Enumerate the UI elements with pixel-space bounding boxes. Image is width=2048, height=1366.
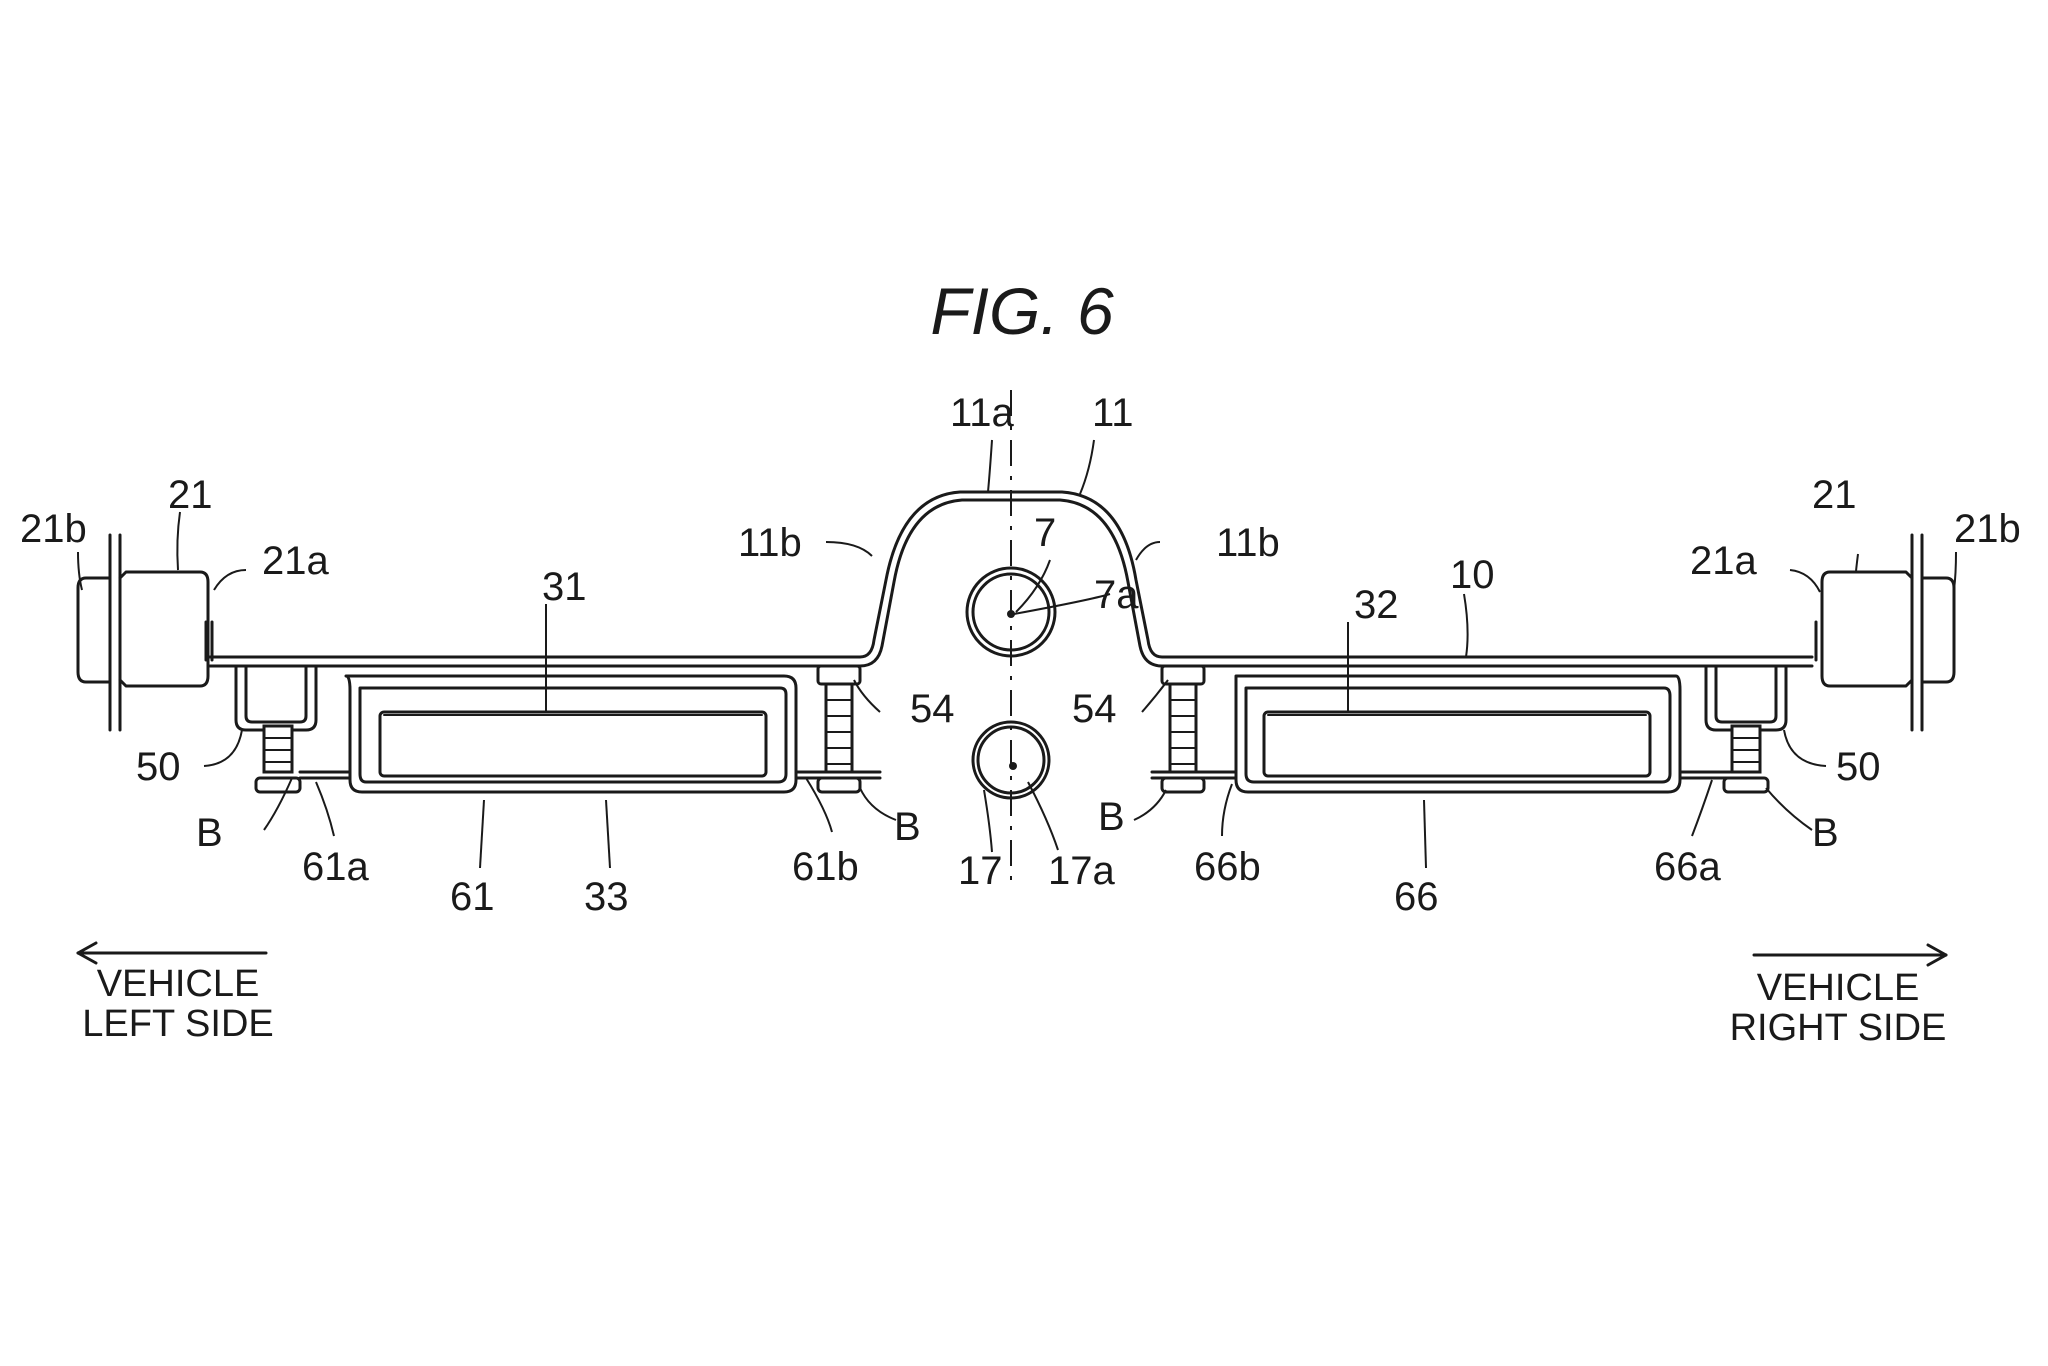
battery-31 [380, 712, 766, 776]
label-54-left: 54 [910, 687, 955, 731]
label-17a: 17a [1048, 849, 1115, 893]
label-21b-left: 21b [20, 507, 87, 551]
label-21a-right: 21a [1690, 539, 1757, 583]
label-10: 10 [1450, 553, 1495, 597]
label-11b-right: 11b [1216, 521, 1280, 565]
label-21a-left: 21a [262, 539, 329, 583]
direction-left-line1: VEHICLE [97, 963, 260, 1005]
label-66b: 66b [1194, 845, 1261, 889]
label-61b: 61b [792, 845, 859, 889]
label-32: 32 [1354, 583, 1399, 627]
label-66: 66 [1394, 875, 1439, 919]
arrow-left-icon [78, 943, 266, 963]
arrow-right-icon [1754, 945, 1946, 965]
label-11b-left: 11b [738, 521, 802, 565]
leader-lines [78, 440, 1956, 868]
direction-right-line1: VEHICLE [1757, 967, 1920, 1009]
bolt-b-right-outer [1724, 726, 1768, 792]
side-member-21-left [78, 535, 212, 730]
label-31: 31 [542, 565, 587, 609]
label-7a: 7a [1094, 573, 1139, 617]
label-21-left: 21 [168, 473, 213, 517]
label-66a: 66a [1654, 845, 1721, 889]
label-b-left-outer: B [196, 811, 223, 855]
label-61a: 61a [302, 845, 369, 889]
label-33: 33 [584, 875, 629, 919]
label-b-left-inner: B [894, 805, 921, 849]
battery-32 [1264, 712, 1650, 776]
label-b-right-inner: B [1098, 795, 1125, 839]
label-54-right: 54 [1072, 687, 1117, 731]
side-member-21-right [1816, 535, 1954, 730]
label-11a: 11a [950, 391, 1015, 435]
label-21-right: 21 [1812, 473, 1857, 517]
label-50-right: 50 [1836, 745, 1881, 789]
direction-left-line2: LEFT SIDE [82, 1003, 273, 1045]
label-11: 11 [1092, 391, 1134, 435]
label-50-left: 50 [136, 745, 181, 789]
direction-right-line2: RIGHT SIDE [1730, 1007, 1947, 1049]
bolt-b-left-outer [256, 726, 300, 792]
label-61: 61 [450, 875, 495, 919]
label-21b-right: 21b [1954, 507, 2021, 551]
label-b-right-outer: B [1812, 811, 1839, 855]
label-7: 7 [1034, 511, 1056, 555]
label-17: 17 [958, 849, 1003, 893]
figure-title: FIG. 6 [930, 274, 1114, 348]
